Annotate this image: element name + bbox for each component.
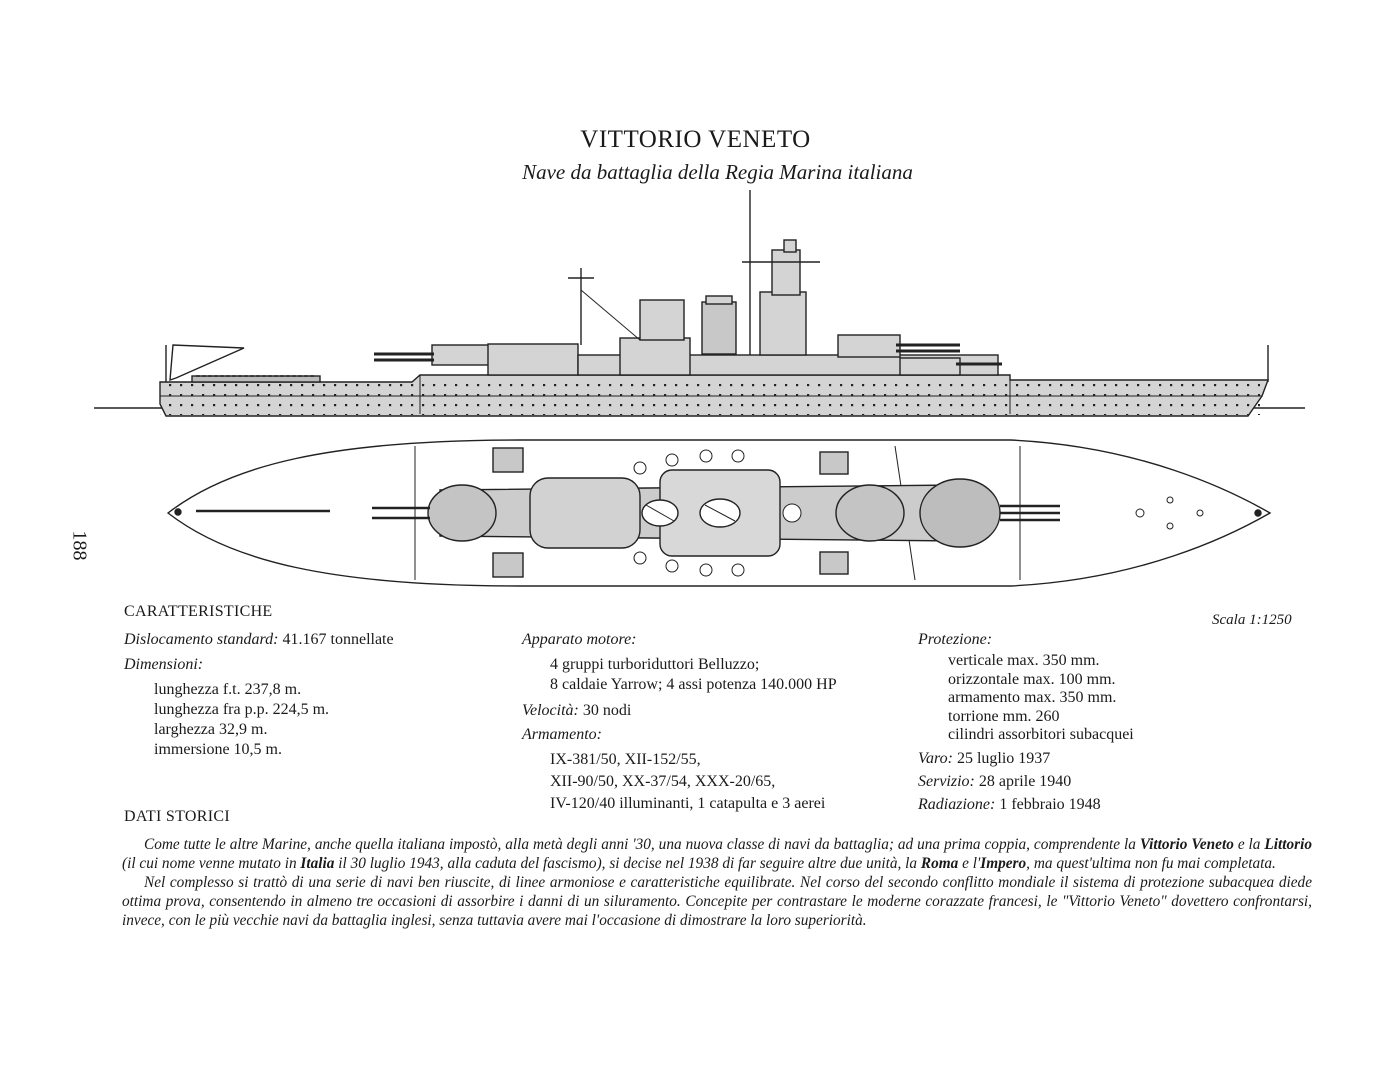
service-row: Servizio: 28 aprile 1940: [918, 772, 1218, 792]
protection-line: armamento max. 350 mm.: [948, 689, 1117, 706]
launch-value: 25 luglio 1937: [952, 749, 1051, 767]
history-text-run: Come tutte le altre Marine, anche quella…: [144, 836, 1140, 853]
struck-value: 1 febbraio 1948: [995, 795, 1101, 813]
speed-value: 30 nodi: [578, 702, 632, 719]
struck-row: Radiazione: 1 febbraio 1948: [918, 795, 1218, 815]
page-title: VITTORIO VENETO: [580, 126, 811, 153]
armament-line: XII-90/50, XX-37/54, XXX-20/65,: [550, 773, 776, 790]
history-heading: DATI STORICI: [124, 808, 230, 825]
history-text-run: il 30 luglio 1943, alla caduta del fasci…: [334, 855, 921, 872]
service-value: 28 aprile 1940: [974, 772, 1072, 790]
ship-name-littorio: Littorio: [1264, 836, 1312, 853]
protection-line: verticale max. 350 mm.: [948, 652, 1100, 669]
history-text-run: e l': [958, 855, 981, 872]
speed-row: Velocità: 30 nodi: [522, 701, 922, 721]
protection-line: cilindri assorbitori subacquei: [948, 726, 1134, 743]
page-subtitle: Nave da battaglia della Regia Marina ita…: [522, 160, 913, 184]
history-text-run: e la: [1233, 836, 1265, 853]
armament-label: Armamento:: [522, 726, 602, 743]
history-text: Come tutte le altre Marine, anche quella…: [122, 835, 1312, 930]
dimension-line: lunghezza f.t. 237,8 m.: [154, 681, 302, 698]
struck-label: Radiazione:: [918, 795, 996, 813]
armament-line: IX-381/50, XII-152/55,: [550, 751, 701, 768]
plan-view-drawing: [166, 439, 1272, 587]
displacement-value: 41.167 tonnellate: [278, 631, 394, 648]
characteristics-column: Dislocamento standard: 41.167 tonnellate…: [124, 630, 504, 760]
protection-label: Protezione:: [918, 631, 993, 648]
engine-line: 8 caldaie Yarrow; 4 assi potenza 140.000…: [550, 676, 837, 693]
scale-label: Scala 1:1250: [1212, 612, 1292, 628]
ship-name-vittorio-veneto: Vittorio Veneto: [1139, 836, 1234, 853]
displacement-label: Dislocamento standard:: [124, 631, 279, 648]
history-text-run: (il cui nome venne mutato in: [122, 855, 301, 872]
ship-name-italia: Italia: [300, 855, 335, 872]
dimension-line: immersione 10,5 m.: [154, 741, 282, 758]
dimension-line: larghezza 32,9 m.: [154, 721, 268, 738]
armament-line: IV-120/40 illuminanti, 1 catapulta e 3 a…: [550, 795, 826, 812]
engine-label: Apparato motore:: [522, 631, 637, 648]
launch-label: Varo:: [918, 749, 953, 767]
protection-column: Protezione: verticale max. 350 mm. orizz…: [918, 630, 1218, 815]
protection-line: orizzontale max. 100 mm.: [948, 670, 1116, 688]
service-label: Servizio:: [918, 772, 975, 790]
displacement-row: Dislocamento standard: 41.167 tonnellate: [124, 630, 504, 650]
ship-name-roma: Roma: [920, 855, 959, 872]
history-text-run: , ma quest'ultima non fu mai completata.: [1026, 855, 1276, 872]
dimension-line: lunghezza fra p.p. 224,5 m.: [154, 701, 330, 718]
engine-line: 4 gruppi turboriduttori Belluzzo;: [550, 656, 760, 673]
engine-column: Apparato motore: 4 gruppi turboriduttori…: [522, 630, 922, 814]
side-profile-drawing: [94, 190, 1305, 417]
characteristics-heading: CARATTERISTICHE: [124, 603, 273, 620]
speed-label: Velocità:: [522, 702, 579, 719]
dimensions-label: Dimensioni:: [124, 656, 204, 673]
history-paragraph-2: Nel complesso si trattò di una serie di …: [122, 874, 1312, 929]
history-paragraph-1: Come tutte le altre Marine, anche quella…: [122, 835, 1312, 873]
ship-name-impero: Impero: [980, 855, 1027, 872]
launch-row: Varo: 25 luglio 1937: [918, 749, 1218, 769]
ship-drawings: [94, 190, 1305, 587]
protection-line: torrione mm. 260: [948, 707, 1060, 725]
